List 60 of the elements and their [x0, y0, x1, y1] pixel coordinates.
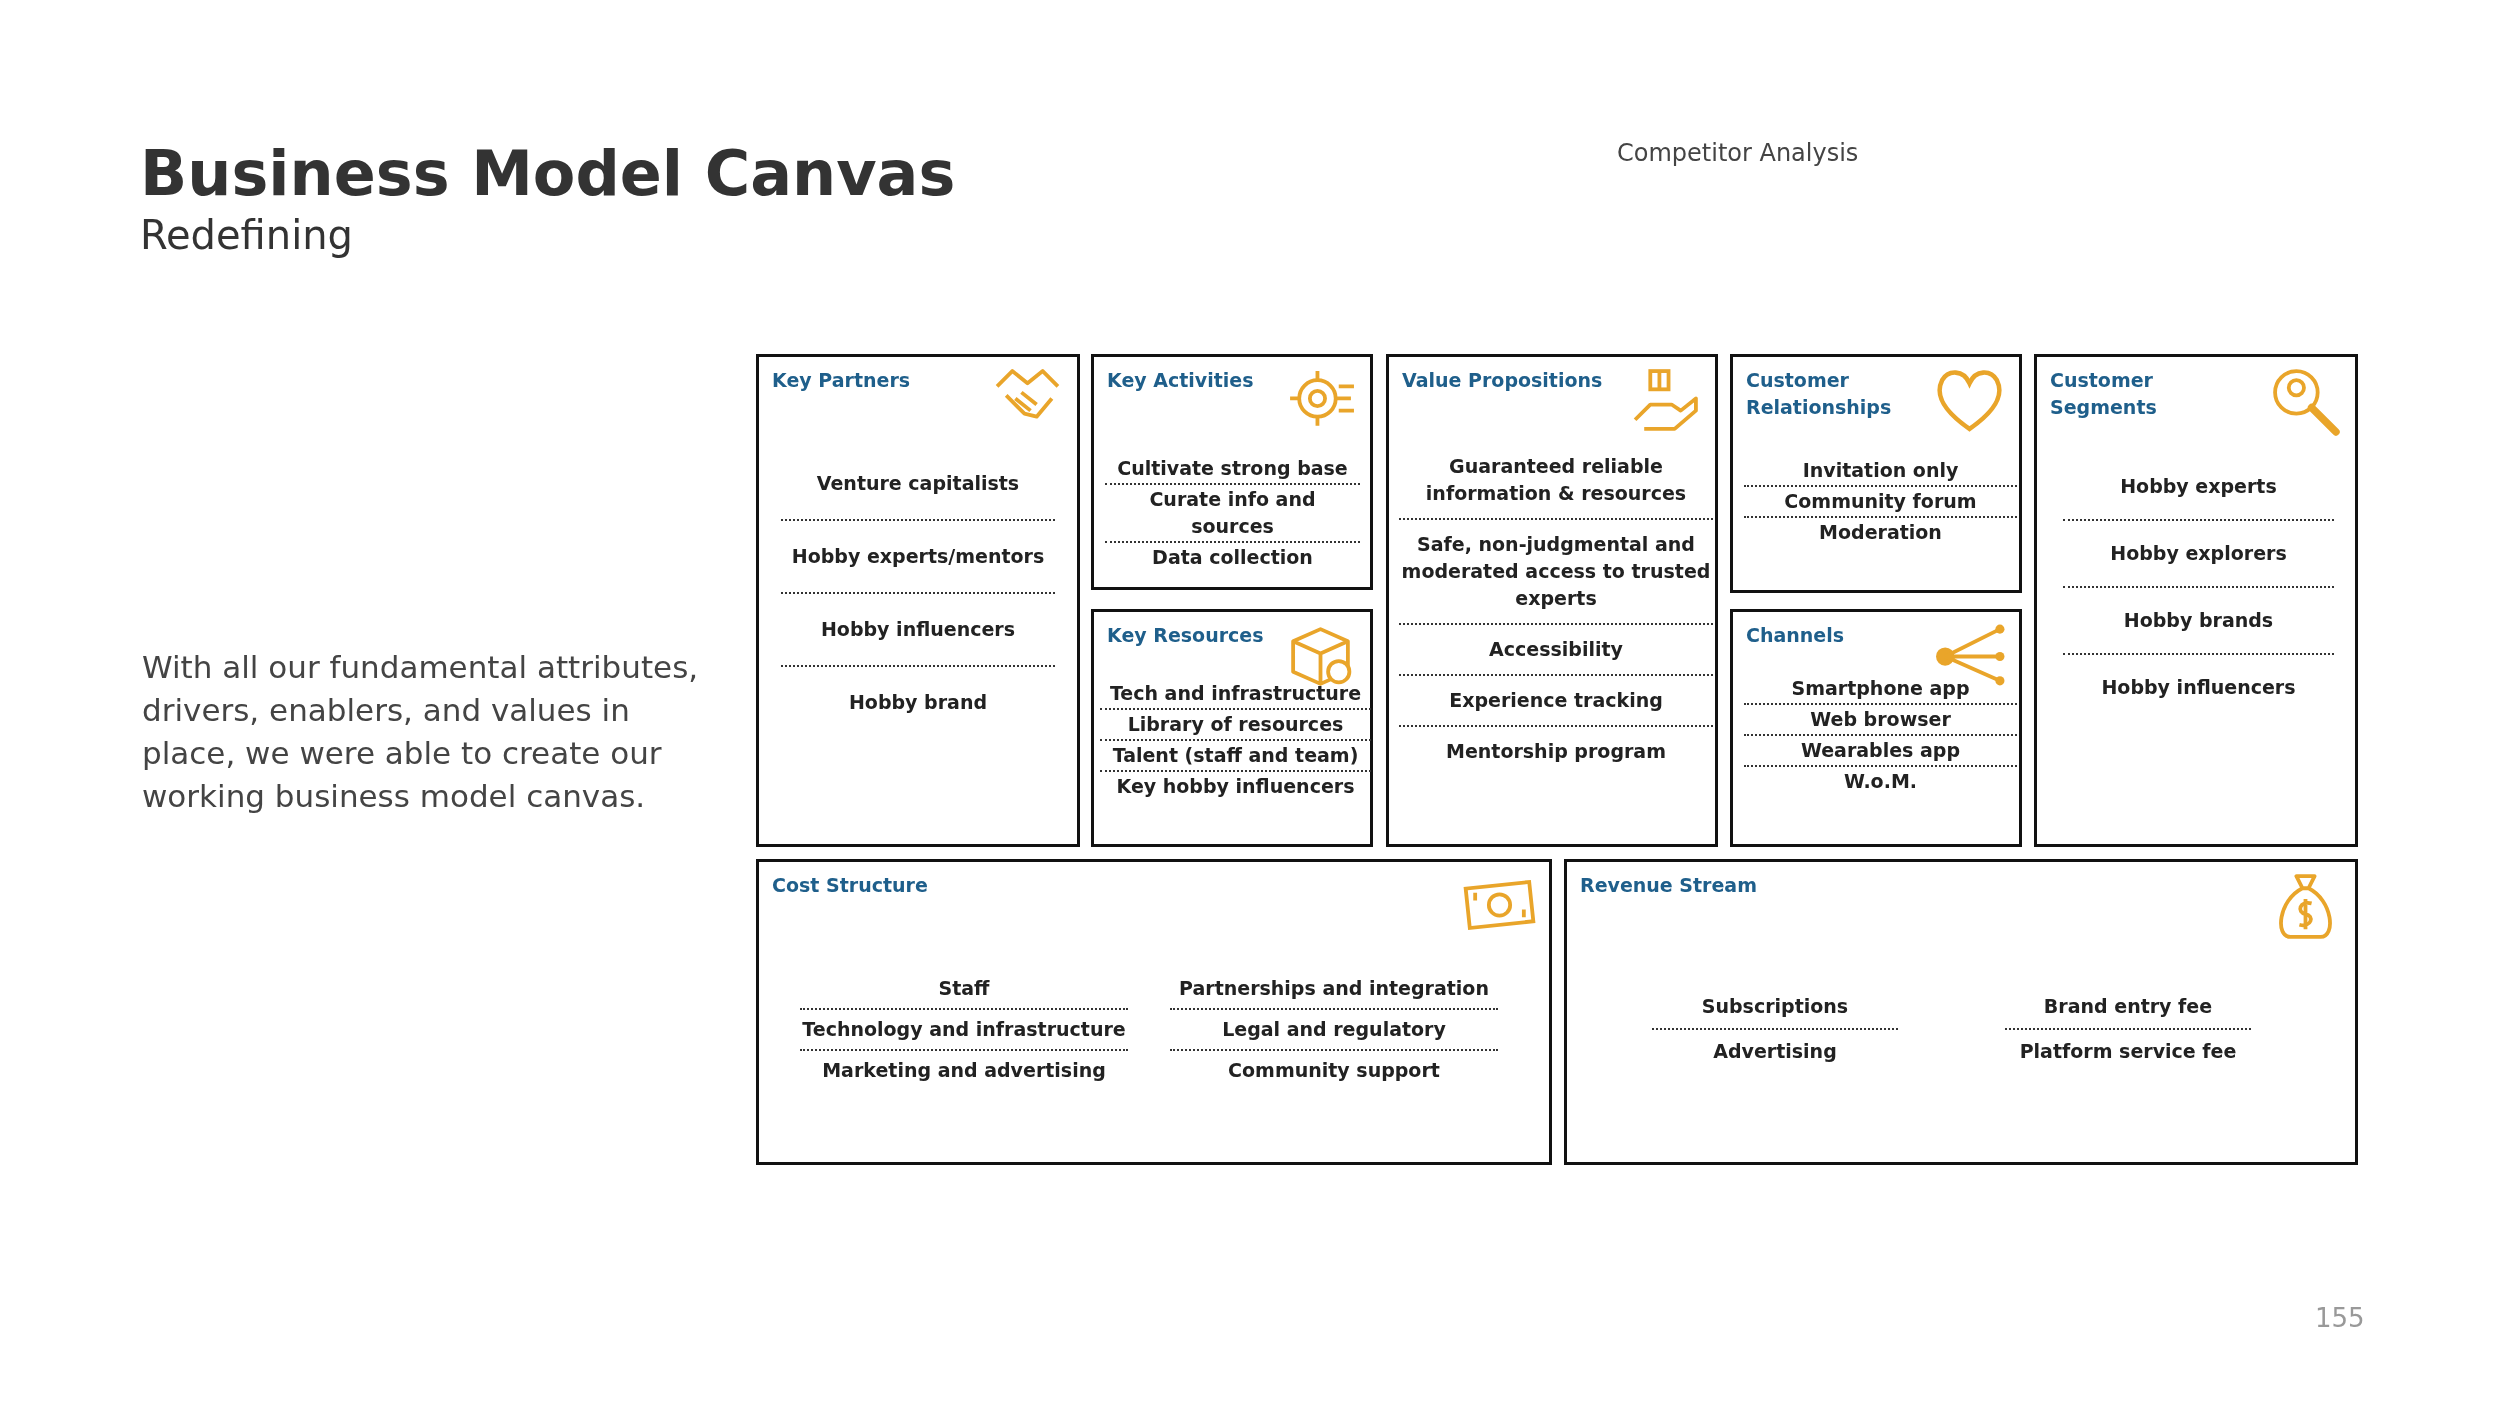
list-item: Marketing and advertising — [822, 1058, 1106, 1083]
canvas-section — [756, 354, 1080, 847]
list-item: Staff — [938, 976, 990, 1001]
list-item: Hobby experts — [2120, 474, 2277, 499]
list-item: Smartphone app — [1791, 676, 1970, 701]
list-item: Guaranteed reliable information & resources — [1424, 454, 1688, 506]
page-number: 155 — [2315, 1303, 2365, 1333]
list-item: Legal and regulatory — [1222, 1017, 1446, 1042]
description-paragraph: With all our fundamental attributes, drivers, enablers, and values in place, we were able to create our working business model canvas. — [142, 648, 700, 816]
section-heading: Revenue Stream — [1580, 873, 1758, 898]
section-heading: Cost Structure — [772, 873, 929, 898]
list-item: Hobby influencers — [2101, 675, 2296, 700]
page-title: Business Model Canvas — [140, 137, 956, 210]
canvas-section — [1564, 859, 2358, 1165]
section-heading: Key Resources — [1107, 623, 1265, 648]
breadcrumb-link: Competitor Analysis — [1617, 139, 1859, 167]
canvas-section — [756, 859, 1552, 1165]
list-item: Wearables app — [1800, 738, 1961, 763]
list-item: Cultivate strong base — [1117, 456, 1348, 481]
list-item: Safe, non-judgmental and moderated access to trusted experts — [1400, 532, 1712, 611]
list-item: Invitation only — [1802, 458, 1959, 483]
list-item: Key hobby influencers — [1116, 774, 1355, 799]
list-item: Subscriptions — [1701, 994, 1849, 1019]
list-item: Platform service fee — [2019, 1039, 2237, 1064]
list-item: Partnerships and integration — [1179, 976, 1489, 1001]
list-item: Venture capitalists — [816, 471, 1020, 496]
list-item: Brand entry fee — [2043, 994, 2213, 1019]
list-item: Community forum — [1784, 489, 1977, 514]
list-item: Hobby influencers — [820, 617, 1015, 642]
canvas-section — [1091, 609, 1373, 847]
list-item: Experience tracking — [1449, 688, 1663, 713]
list-item: Moderation — [1819, 520, 1942, 545]
canvas-section — [1730, 609, 2022, 847]
list-item: Curate info and sources — [1148, 487, 1317, 539]
list-item: Library of resources — [1127, 712, 1344, 737]
list-item: W.o.M. — [1844, 769, 1917, 794]
list-item: Talent (staff and team) — [1112, 743, 1359, 768]
list-item: Technology and infrastructure — [802, 1017, 1126, 1042]
section-heading: Channels — [1746, 623, 1846, 648]
section-heading: Customer Relationships — [1746, 368, 1893, 420]
list-item: Hobby brand — [848, 690, 988, 715]
list-item: Hobby experts/mentors — [791, 544, 1045, 569]
section-heading: Customer Segments — [2050, 368, 2158, 420]
canvas-section — [1091, 354, 1373, 590]
list-item: Advertising — [1713, 1039, 1837, 1064]
canvas-section — [2034, 354, 2358, 847]
section-heading: Value Propositions — [1402, 368, 1604, 393]
canvas-section — [1730, 354, 2022, 593]
list-item: Mentorship program — [1446, 739, 1666, 764]
subtitle: Redefining — [140, 212, 353, 258]
section-heading: Key Activities — [1107, 368, 1255, 393]
list-item: Community support — [1228, 1058, 1440, 1083]
list-item: Web browser — [1810, 707, 1951, 732]
list-item: Data collection — [1152, 545, 1313, 570]
canvas-section — [1386, 354, 1718, 847]
list-item: Tech and infrastructure — [1109, 681, 1362, 706]
list-item: Hobby brands — [2123, 608, 2274, 633]
list-item: Accessibility — [1489, 637, 1623, 662]
section-heading: Key Partners — [772, 368, 912, 393]
list-item: Hobby explorers — [2110, 541, 2287, 566]
